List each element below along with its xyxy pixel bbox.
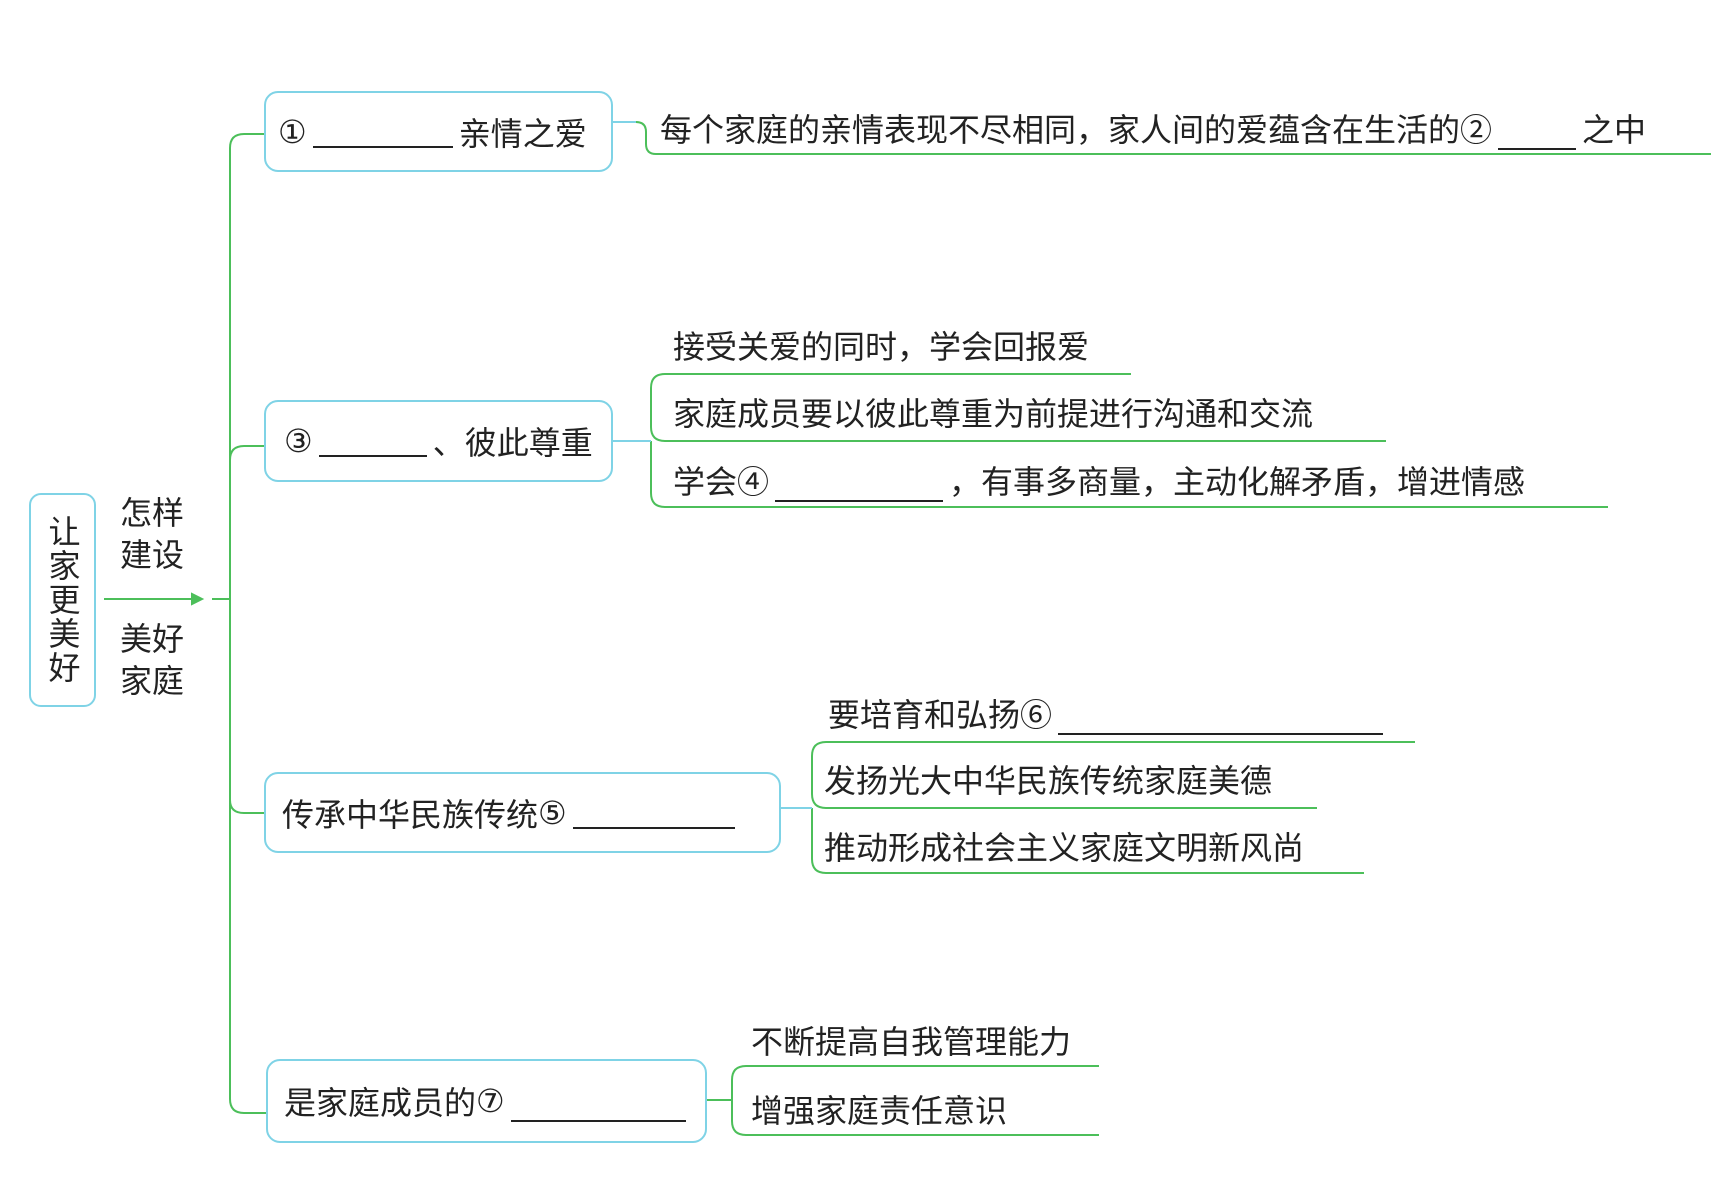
arrow-head-icon [191,592,205,606]
blank-number: ③ [284,422,313,460]
branch-2-detail-3: 学会④ ，有事多商量，主动化解矛盾，增进情感 [673,462,1525,502]
branch-3-detail-3: 推动形成社会主义家庭文明新风尚 [824,829,1305,867]
branch-4-detail-1: 不断提高自我管理能力 [751,1023,1072,1061]
answer-blank[interactable] [510,1080,686,1122]
branch-3-detail-1: 要培育和弘扬⑥ [828,695,1389,735]
branch-3-detail-2: 发扬光大中华民族传统家庭美德 [824,762,1273,800]
detail-text: 每个家庭的亲情表现不尽相同，家人间的爱蕴含在生活的 [660,111,1461,149]
answer-blank[interactable] [318,425,427,457]
detail-text: 要培育和弘扬 [828,696,1021,734]
detail-text: ，有事多商量，主动化解矛盾，增进情感 [949,463,1526,501]
answer-blank[interactable] [312,116,453,148]
blank-number: ⑥ [1020,696,1053,734]
branch-1-node: ① 亲情之爱 [264,91,613,172]
answer-blank[interactable] [775,470,944,502]
branch-label: 传承中华民族传统 [282,795,539,834]
answer-blank[interactable] [1498,118,1577,150]
answer-blank[interactable] [572,797,735,829]
branch-label: 亲情之爱 [458,114,587,153]
branch-label: 、彼此尊重 [432,424,593,462]
answer-blank[interactable] [1058,703,1384,735]
branch-2-detail-2: 家庭成员要以彼此尊重为前提进行沟通和交流 [673,395,1314,433]
arrow-label-top: 怎样建设 [120,494,185,574]
arrow-label-bottom: 美好家庭 [120,620,185,700]
blank-number: ④ [737,463,770,501]
blank-number: ⑤ [538,793,567,832]
detail-text: 学会 [673,463,738,501]
blank-number: ① [278,112,307,151]
branch-4-detail-2: 增强家庭责任意识 [751,1092,1008,1130]
branch-label: 是家庭成员的 [284,1084,477,1122]
blank-number: ⑦ [476,1082,505,1120]
blank-number: ② [1460,111,1493,149]
root-node: 让家更美好 [29,493,96,707]
branch-2-node: ③ 、彼此尊重 [264,400,613,482]
detail-text: 之中 [1582,111,1647,149]
branch-1-detail-1: 每个家庭的亲情表现不尽相同，家人间的爱蕴含在生活的② 之中 [660,110,1646,150]
trunk-line [229,133,266,1114]
branch-2-detail-1: 接受关爱的同时，学会回报爱 [673,328,1090,366]
